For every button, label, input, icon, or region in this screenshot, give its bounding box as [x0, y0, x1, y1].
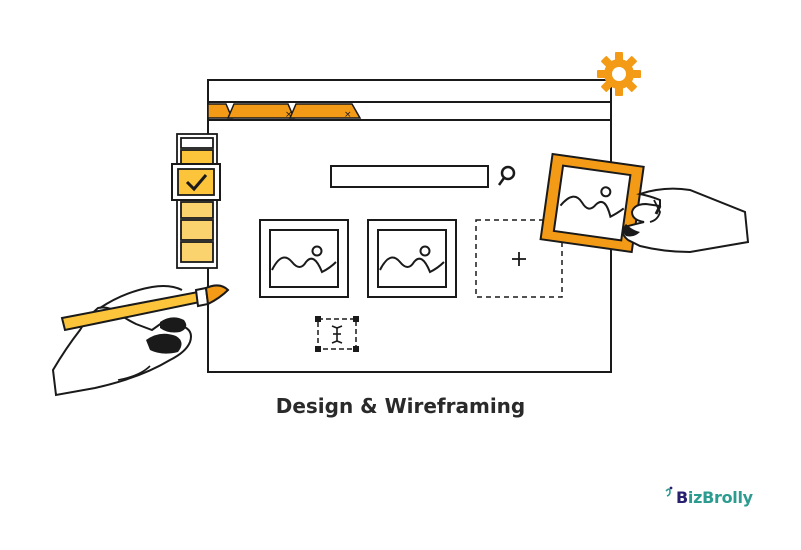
search-icon — [497, 165, 516, 186]
search-input — [330, 165, 489, 188]
checkbox-icon — [171, 163, 221, 201]
plus-icon — [512, 252, 526, 266]
brand-logo: BizBrolly — [662, 482, 753, 512]
text-cursor-icon — [315, 316, 359, 352]
image-card-2 — [367, 219, 457, 298]
page-title: Design & Wireframing — [275, 394, 526, 418]
browser-tabs: × × — [207, 103, 362, 120]
logo-mark-icon — [665, 486, 673, 497]
logo-text-rest: izBrolly — [687, 487, 753, 507]
logo-letter-b: B — [676, 487, 688, 507]
svg-text:×: × — [344, 110, 352, 120]
tab-3 — [288, 103, 362, 119]
image-card-1 — [259, 219, 349, 298]
color-palette-strip — [171, 133, 221, 269]
svg-text:×: × — [285, 110, 293, 120]
left-hand-paintbrush — [51, 284, 230, 397]
logo-text: BizBrolly — [676, 488, 753, 507]
paintbrush-icon — [60, 284, 230, 332]
search-bar — [330, 165, 516, 188]
tab-2 — [226, 103, 296, 119]
right-hand-image-frame — [539, 152, 750, 254]
gear-icon — [597, 52, 641, 96]
